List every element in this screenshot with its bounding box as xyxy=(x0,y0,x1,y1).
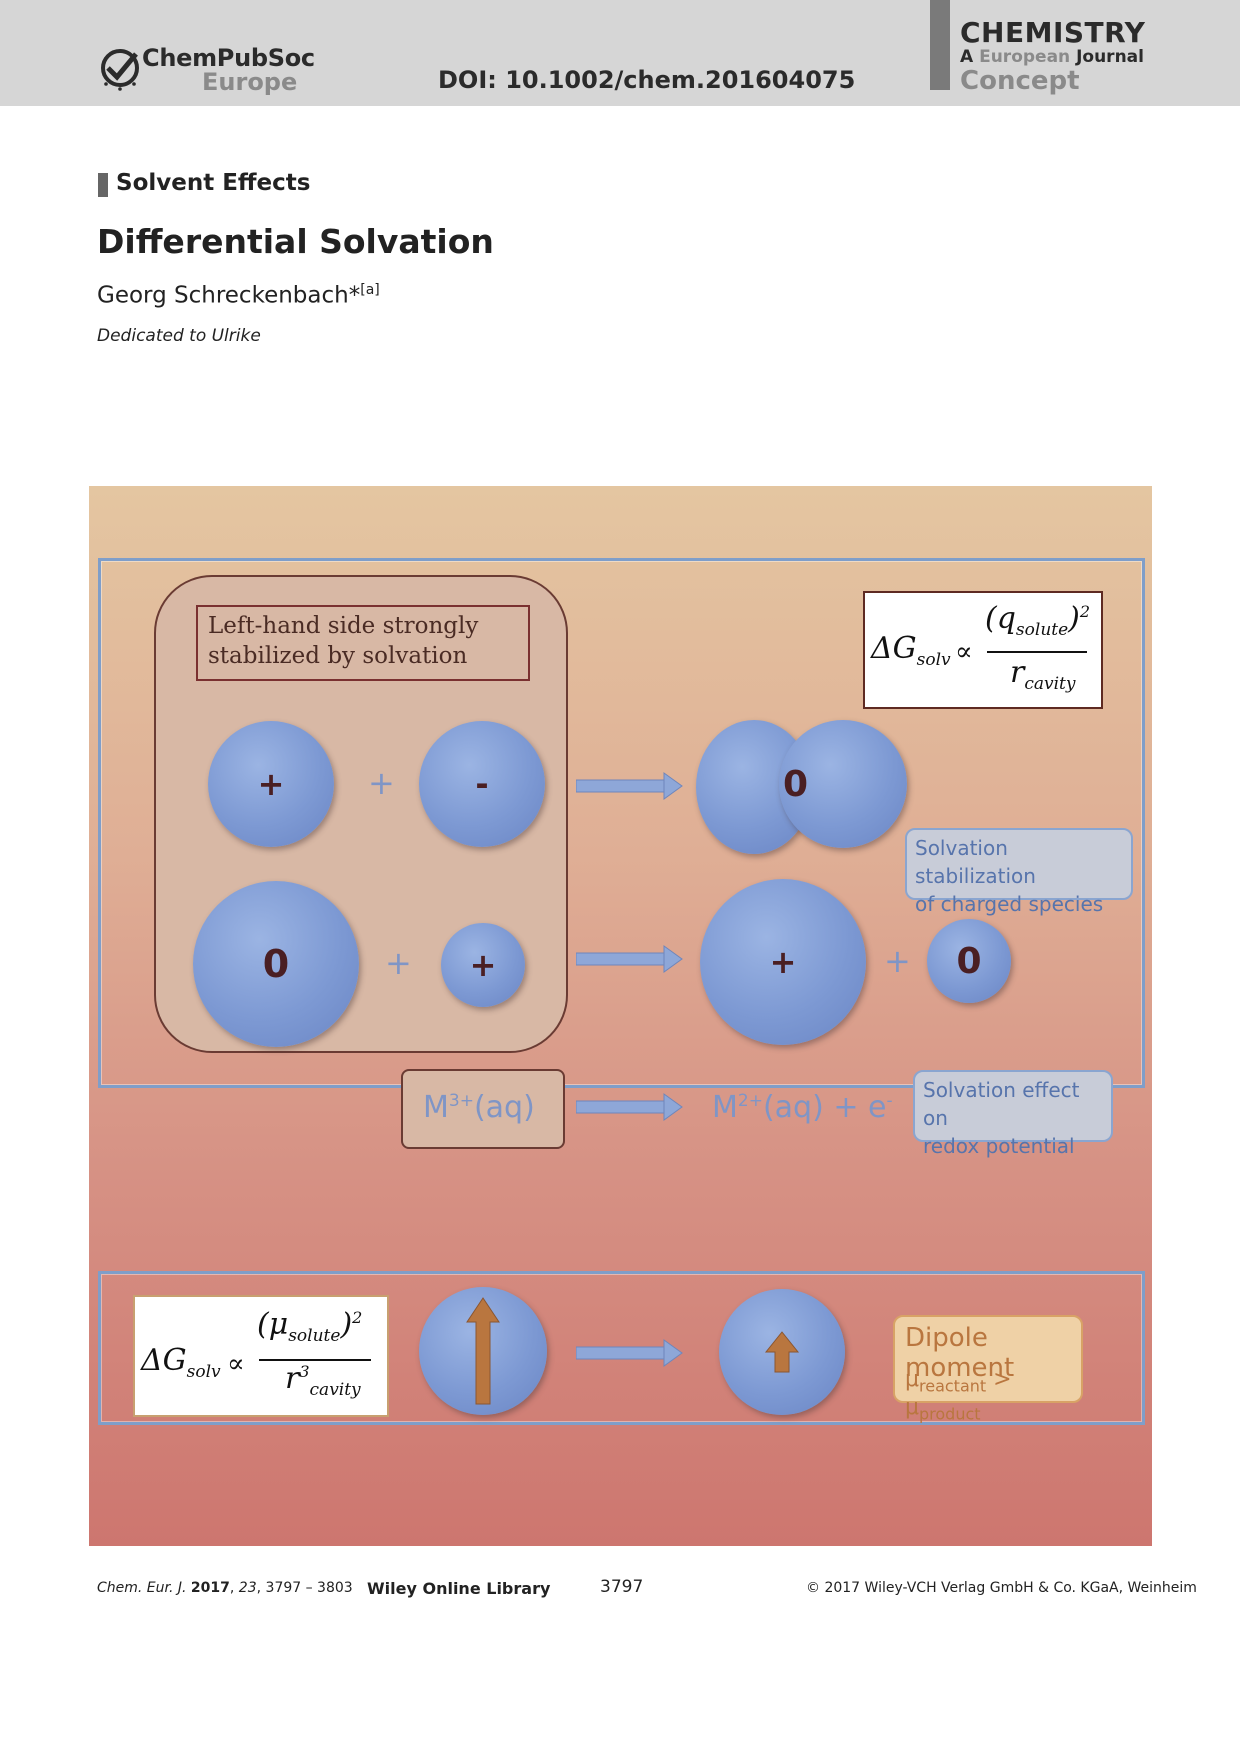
small-neutral-ball: 0 xyxy=(927,919,1011,1003)
redox-reactant: M3+(aq) xyxy=(423,1090,535,1125)
dipole-relation: μreactant > μproduct xyxy=(905,1367,1012,1424)
formula2-den: r3cavity xyxy=(285,1361,361,1400)
article-title: Differential Solvation xyxy=(97,222,494,261)
reactant-dipole-ball xyxy=(419,1287,547,1415)
formula2-num: (μsolute)2 xyxy=(257,1307,363,1346)
chempubsoc-logo-icon xyxy=(101,49,139,91)
plus-sign: + xyxy=(368,764,395,802)
publisher-region: Europe xyxy=(202,68,298,96)
footer-citation: Chem. Eur. J. 2017, 23, 3797 – 3803 xyxy=(97,1580,353,1596)
header-band xyxy=(0,0,1240,106)
large-cation-ball: + xyxy=(700,879,866,1045)
redox-product: M2+(aq) + e- xyxy=(712,1090,893,1125)
formula1-den: rcavity xyxy=(1010,655,1076,694)
arrow-right-icon xyxy=(576,1339,683,1367)
section-marker-bar xyxy=(98,173,108,197)
formula2-fraction-line xyxy=(259,1359,371,1361)
formula1-num: (qsolute)2 xyxy=(985,601,1091,640)
publisher-name: ChemPubSoc xyxy=(142,44,315,72)
journal-subtitle: A European Journal xyxy=(960,47,1144,67)
formula2-lhs: ΔGsolv xyxy=(141,1343,221,1382)
product-dipole-ball xyxy=(719,1289,845,1415)
formula1-lhs: ΔGsolv xyxy=(871,631,951,670)
footer-library: Wiley Online Library xyxy=(367,1579,551,1598)
journal-marker-bar xyxy=(930,0,950,90)
section-label: Solvent Effects xyxy=(116,170,311,196)
redox-reactant-box xyxy=(401,1069,565,1149)
arrow-right-icon xyxy=(576,945,683,973)
plus-sign: + xyxy=(884,942,911,980)
dipole-arrow-up-small-icon xyxy=(764,1331,800,1373)
footer-copyright: © 2017 Wiley-VCH Verlag GmbH & Co. KGaA,… xyxy=(806,1580,1197,1596)
article-type: Concept xyxy=(960,66,1080,96)
note-charged-species: Solvation stabilization of charged speci… xyxy=(905,828,1133,916)
arrow-right-icon xyxy=(576,772,683,800)
dipole-moment-label: Dipole moment μreactant > μproduct xyxy=(893,1315,1083,1424)
formula-charge-box: ΔGsolv ∝ (qsolute)2 rcavity xyxy=(863,591,1103,709)
ion-pair-product-ball: 0 xyxy=(779,720,907,848)
dipole-title: Dipole moment xyxy=(905,1323,1015,1383)
dedication: Dedicated to Ulrike xyxy=(97,326,261,346)
upper-frame xyxy=(98,558,1145,1088)
anion-ball: - xyxy=(419,721,545,847)
dipole-arrow-up-icon xyxy=(466,1297,500,1405)
doi-text: DOI: 10.1002/chem.201604075 xyxy=(438,66,856,94)
formula1-fraction-line xyxy=(987,651,1087,653)
lower-frame xyxy=(98,1271,1145,1425)
cation-ball: + xyxy=(208,721,334,847)
lhs-label: Left-hand side strongly stabilized by so… xyxy=(196,605,530,681)
small-cation-ball: + xyxy=(441,923,525,1007)
formula2-prop: ∝ xyxy=(227,1349,245,1379)
arrow-right-icon xyxy=(576,1093,683,1121)
figure-graphic: Left-hand side strongly stabilized by so… xyxy=(89,486,1152,1546)
plus-sign: + xyxy=(385,944,412,982)
author-line: Georg Schreckenbach*[a] xyxy=(97,282,380,309)
note-redox: Solvation effect on redox potential xyxy=(913,1070,1113,1158)
neutral-ball: 0 xyxy=(193,881,359,1047)
formula-dipole-box: ΔGsolv ∝ (μsolute)2 r3cavity xyxy=(133,1295,389,1417)
page-number: 3797 xyxy=(600,1577,644,1597)
journal-name: CHEMISTRY xyxy=(960,16,1146,49)
formula1-prop: ∝ xyxy=(955,637,973,667)
